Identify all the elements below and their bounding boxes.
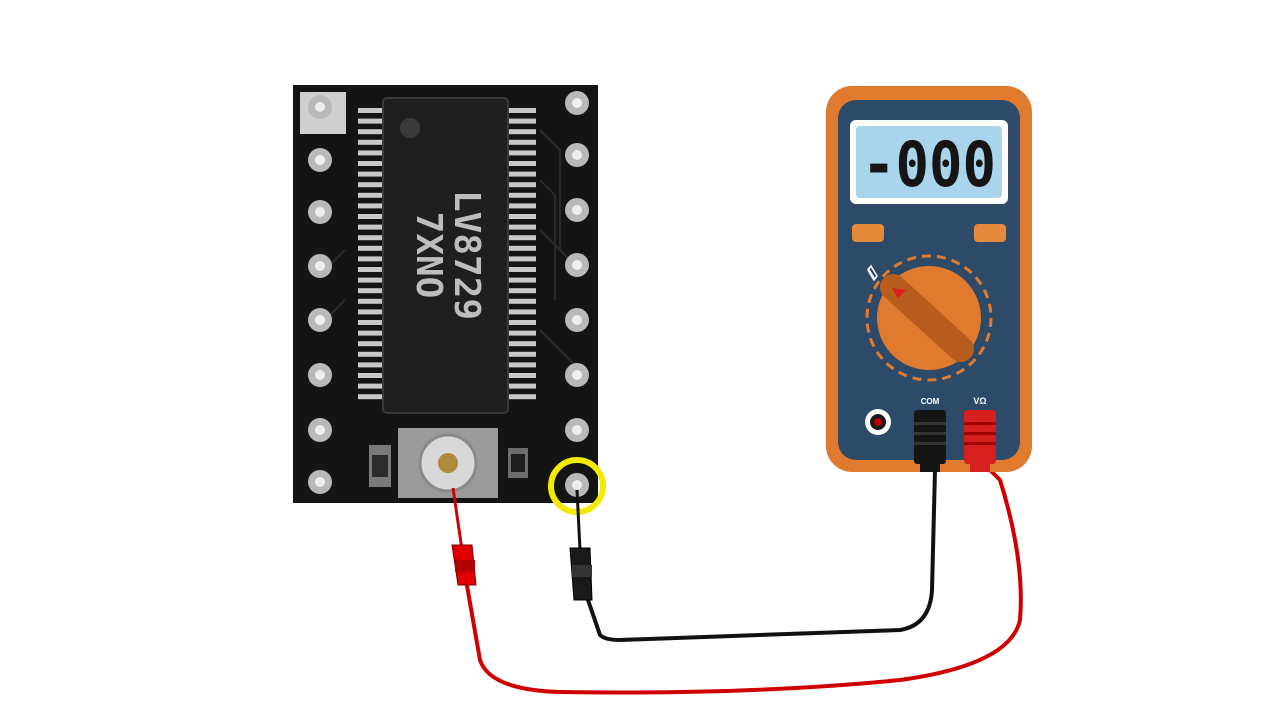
ic-pin (358, 235, 385, 241)
multimeter: -000 COM VΩ (826, 86, 1032, 472)
ic-pin (358, 139, 385, 145)
dial-pointer (880, 274, 974, 362)
ic-pin (358, 245, 385, 251)
chip-marking-line1: LV8729 (446, 190, 487, 320)
ic-pin (506, 182, 536, 188)
ic-pin (506, 129, 536, 135)
dial-scale-ring (865, 254, 993, 382)
lcd-screen (856, 126, 1002, 198)
ic-pin (358, 373, 385, 378)
ic-pin (358, 277, 385, 283)
ic-pin (358, 351, 385, 357)
ic-pin (358, 192, 385, 198)
ic-pin (358, 161, 385, 166)
ic-pin (506, 192, 536, 198)
ic-pins-right (506, 108, 536, 400)
pcb-traces (329, 129, 576, 366)
ic-pin (358, 309, 385, 315)
com-jack-plug[interactable] (914, 410, 946, 472)
ic-pin (358, 383, 385, 389)
ic-pin (506, 108, 536, 113)
ic-pin (358, 203, 385, 209)
chip-marking-line2: 7XNO (408, 212, 449, 299)
ic-pin (506, 330, 536, 336)
ic-pin (506, 341, 536, 347)
ic-pin (358, 394, 385, 400)
right-function-button[interactable] (974, 224, 1006, 242)
ic-chip (382, 97, 509, 414)
ic-pin (506, 373, 536, 378)
ic-pin (506, 320, 536, 325)
ic-pin (358, 182, 385, 188)
ic-pin (506, 288, 536, 294)
ic-pin (506, 214, 536, 219)
ic-pin (506, 224, 536, 230)
red-lead-wire (464, 463, 1023, 695)
ic-pin (358, 362, 385, 368)
ic-pin (506, 267, 536, 272)
ic-pin (358, 320, 385, 325)
ic-pin (506, 394, 536, 400)
right-header-pins (565, 91, 589, 497)
lcd-reading: -000 (862, 128, 996, 201)
ic-pin (506, 139, 536, 145)
ic-pin (358, 288, 385, 294)
ic-pin (358, 129, 385, 135)
ic-pin (358, 171, 385, 177)
vohm-jack-label: VΩ (973, 396, 986, 406)
ic-pin (506, 171, 536, 177)
ic-pin1-dot (400, 118, 420, 138)
ic-pin (506, 383, 536, 389)
ic-pin (506, 351, 536, 357)
vohm-jack-plug[interactable] (964, 410, 996, 472)
com-jack-label: COM (921, 397, 940, 406)
ic-pin (506, 161, 536, 166)
ic-pin (358, 108, 385, 113)
ic-pin (506, 245, 536, 251)
ic-pin (506, 277, 536, 283)
ic-pin (358, 330, 385, 336)
ic-pin (358, 118, 385, 124)
ic-pin (506, 256, 536, 262)
ic-pin (506, 150, 536, 156)
left-header-pins (308, 95, 332, 494)
ic-pin (358, 341, 385, 347)
ic-pin (506, 298, 536, 304)
ic-pin (358, 214, 385, 219)
ic-pin (506, 362, 536, 368)
ic-pin (506, 118, 536, 124)
test-leads (451, 463, 1023, 695)
ic-pin (358, 298, 385, 304)
ic-pin (358, 267, 385, 272)
ic-pin (506, 235, 536, 241)
probe-mode-icon (867, 264, 878, 282)
ic-pin (358, 224, 385, 230)
stepper-driver-board: LV8729 7XNO (293, 85, 598, 503)
ic-pin (358, 150, 385, 156)
ic-pin (358, 256, 385, 262)
ic-pin (506, 309, 536, 315)
black-lead-wire (586, 469, 937, 643)
ic-pins-left (358, 108, 385, 400)
left-function-button[interactable] (852, 224, 884, 242)
dial-arrow-icon (892, 288, 906, 298)
ic-pin (506, 203, 536, 209)
